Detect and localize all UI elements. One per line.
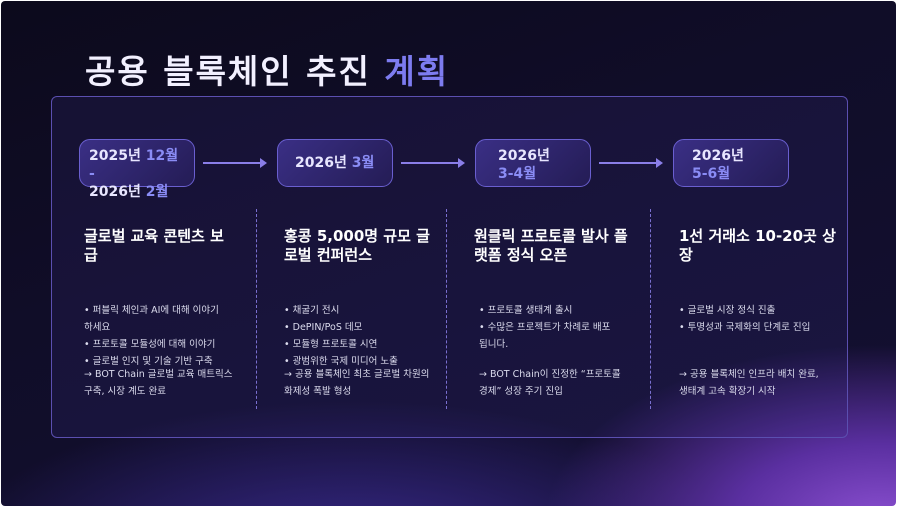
phase-2-content: 홍콩 5,000명 규모 글로벌 컨퍼런스 • 채굴기 전시 • DePIN/Po… <box>284 227 434 397</box>
date-line: 3-4월 <box>498 166 537 182</box>
bullet: • 투명성과 국제화의 단계로 진입 <box>679 322 811 333</box>
arrow-icon <box>401 158 465 168</box>
date-line: 5-6월 <box>692 166 731 182</box>
divider <box>446 209 447 409</box>
bullet: • 채굴기 전시 <box>284 305 340 316</box>
phase-4-date: 2026년 5-6월 <box>673 139 789 187</box>
phase-heading: 1선 거래소 10-20곳 상장 <box>679 227 836 264</box>
date-line: 2026년 <box>692 148 744 164</box>
bullet: • DePIN/PoS 데모 <box>284 322 363 333</box>
divider <box>256 209 257 409</box>
date-line: 12월 - <box>89 148 179 182</box>
date-line: 2026년 <box>498 148 550 164</box>
phase-heading: 글로벌 교육 콘텐츠 보급 <box>84 227 224 264</box>
title-main: 공용 블록체인 추진 <box>85 52 371 91</box>
bullet: • 프로토콜 생태계 출시 <box>479 305 573 316</box>
phase-3-date: 2026년 3-4월 <box>475 139 591 187</box>
date-line: 2025년 <box>89 148 141 164</box>
phase-result: → BOT Chain 글로벌 교육 매트릭스 구축, 시장 계도 완료 <box>84 369 233 397</box>
bullet: • 글로벌 시장 정식 진출 <box>679 305 776 316</box>
date-line: 3월 <box>346 155 375 171</box>
phase-1-content: 글로벌 교육 콘텐츠 보급 • 퍼블릭 체인과 AI에 대해 이야기하세요 • 프… <box>84 227 233 397</box>
phase-result: → 공용 블록체인 최초 글로벌 차원의 화제성 폭발 형성 <box>284 369 430 397</box>
title-highlight: 계획 <box>384 52 450 91</box>
bullet: • 수많은 프로젝트가 차례로 배포됩니다. <box>479 322 611 350</box>
page-title: 공용 블록체인 추진 계획 <box>85 45 449 93</box>
phase-result: → 공용 블록체인 인프라 배치 완료, 생태계 고속 확장기 시작 <box>679 369 819 397</box>
phase-result: → BOT Chain이 진정한 “프로토콜 경제” 성장 주기 진입 <box>479 369 621 397</box>
date-line: 2월 <box>140 184 169 200</box>
phase-heading: 원클릭 프로토콜 발사 플랫폼 정식 오픈 <box>474 227 628 264</box>
divider <box>650 209 651 409</box>
bullet: • 글로벌 인지 및 기술 기반 구축 <box>84 356 213 367</box>
phase-2-date: 2026년 3월 <box>277 139 393 187</box>
arrow-icon <box>203 158 267 168</box>
bullet: • 광범위한 국제 미디어 노출 <box>284 356 398 367</box>
arrow-icon <box>599 158 663 168</box>
bullet: • 모듈형 프로토콜 시연 <box>284 339 378 350</box>
bullet: • 퍼블릭 체인과 AI에 대해 이야기하세요 <box>84 305 219 333</box>
date-line: 2026년 <box>89 184 141 200</box>
phase-heading: 홍콩 5,000명 규모 글로벌 컨퍼런스 <box>284 227 430 264</box>
phase-1-date: 2025년 12월 - 2026년 2월 <box>79 139 195 200</box>
phase-3-content: 원클릭 프로토콜 발사 플랫폼 정식 오픈 • 프로토콜 생태계 출시 • 수많은… <box>474 227 634 397</box>
phase-4-content: 1선 거래소 10-20곳 상장 • 글로벌 시장 정식 진출 • 투명성과 국제… <box>679 227 839 397</box>
bullet: • 프로토콜 모듈성에 대해 이야기 <box>84 339 216 350</box>
date-line: 2026년 <box>295 155 347 171</box>
